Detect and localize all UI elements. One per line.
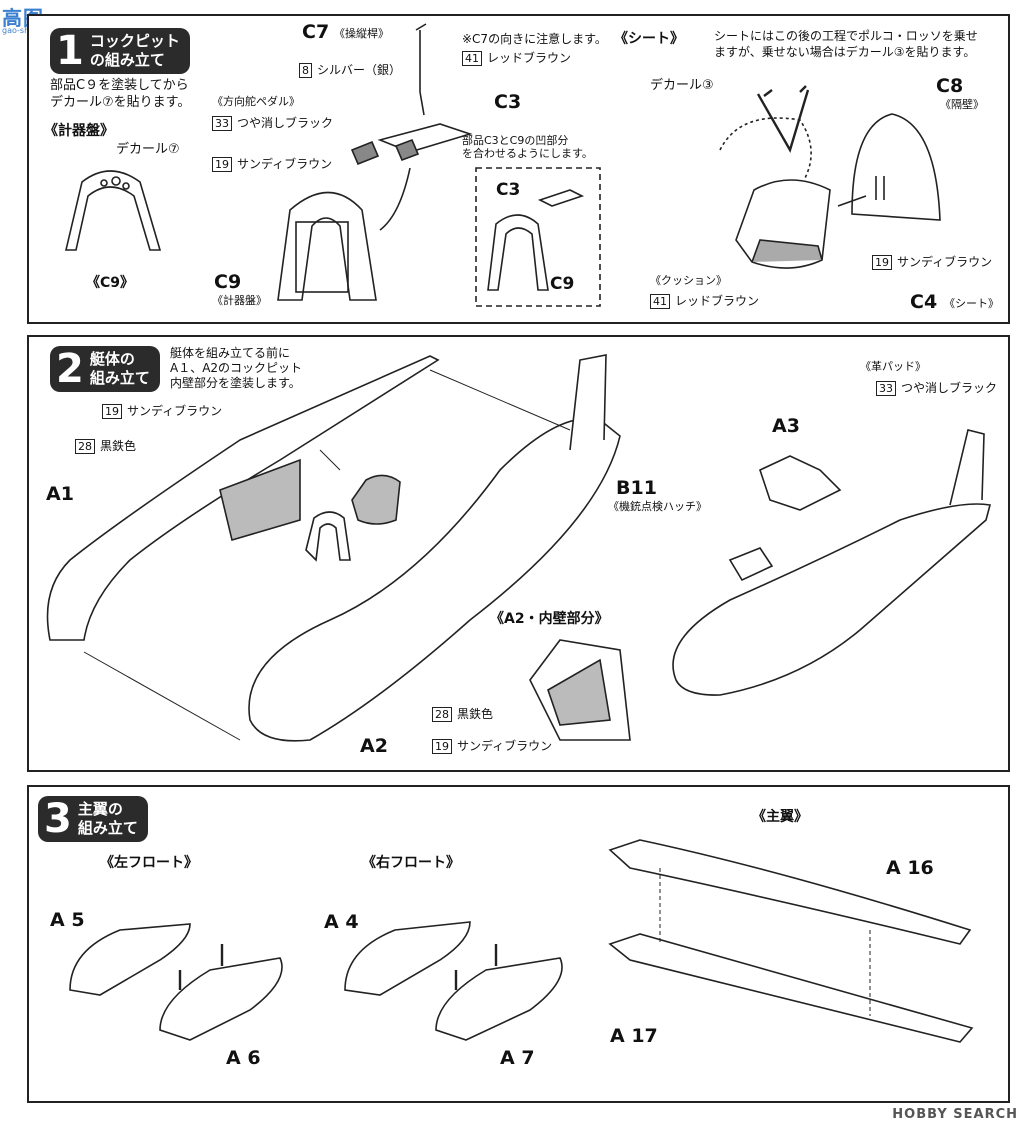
seat-belt-drawing [756,85,810,154]
c8-sub: 《隔壁》 [940,98,984,111]
decal3-label: デカール③ [650,78,714,93]
a1-drawing [46,355,440,641]
a17-drawing [608,933,974,1043]
c7-sub: 《操縦桿》 [334,27,389,40]
step-title: コックピット の組み立て [89,32,180,69]
left-float-header: 《左フロート》 [100,855,198,871]
a16-label: A 16 [886,857,934,879]
c7-drawing [415,23,427,92]
step2-seat-drawing [351,474,401,525]
a6-drawing [159,957,283,1041]
seat-header: 《シート》 [614,31,684,47]
a3-drawing [759,455,842,511]
watermark-source: HOBBY SEARCH [892,1107,1018,1122]
decal7-label: デカール⑦ [116,142,180,157]
main-wing-header: 《主翼》 [752,809,808,825]
b11-sub: 《機銃点検ハッチ》 [608,500,707,513]
c8-label: C8 [936,75,964,97]
gauge-circle [100,179,108,187]
step-number: 1 [56,28,84,74]
step3-panel [27,785,1010,1103]
a16-drawing [608,839,972,945]
c9-label-2: C9 [550,274,575,294]
a6-label: A 6 [226,1047,261,1069]
c3-label: C3 [494,91,522,113]
c9-detail-drawing [487,214,549,291]
assembled-tail-fin [949,429,985,506]
cushion-header: 《クッション》 [650,274,727,287]
align-note: 部品C3とC9の凹部分 を合わせるようにします。 [462,134,593,160]
c3-drawing [377,123,473,153]
a1-label: A1 [46,483,74,505]
c8-drawing [851,113,941,221]
step-title: 艇体の 組み立て [89,350,150,387]
rudder-pedal-drawing [350,138,420,166]
a17-label: A 17 [610,1025,658,1047]
pad-header: 《革パッド》 [860,360,926,373]
a2-inner-header: 《A2・内壁部分》 [490,611,609,627]
tail-fin-a2 [569,354,607,451]
step-number: 3 [44,796,72,842]
c9-label: C9 [214,271,242,293]
c4-label: C4 [910,291,938,313]
step2-panel-drawing [305,511,351,562]
right-float-header: 《右フロート》 [362,855,460,871]
step1-panel [27,14,1010,324]
step1-badge: 1 コックピット の組み立て [50,28,190,74]
rudder-header: 《方向舵ペダル》 [212,95,300,108]
step-number: 2 [56,346,84,392]
a5-drawing [69,923,191,996]
step-title: 主翼の 組み立て [77,800,138,837]
c9-small-drawing [64,170,162,251]
c9-large-drawing [277,191,377,301]
c9-caption: 《C9》 [86,275,135,291]
step3-badge: 3 主翼の 組み立て [38,796,148,842]
a5-label: A 5 [50,909,85,931]
b11-label: B11 [616,477,657,499]
c3-label-2: C3 [496,180,521,200]
a3-label: A3 [772,415,800,437]
c7-label: C7 [302,21,330,43]
step1-instruction: 部品C９を塗装してから デカール⑦を貼ります。 [50,78,191,110]
detail-dashed-box [475,167,601,307]
c3-detail-drawing [537,189,585,207]
seat-note: シートにはこの後の工程でポルコ・ロッソを乗せ ますが、乗せない場合はデカール③を… [714,29,978,59]
a7-drawing [435,957,563,1041]
step2-instruction: 艇体を組み立てる前に A１、A2のコックピット 内壁部分を塗装します。 [170,346,303,390]
a7-label: A 7 [500,1047,535,1069]
c9-sub: 《計器盤》 [212,294,267,307]
a4-label: A 4 [324,911,359,933]
c7-note: ※C7の向きに注意します。 [462,32,607,46]
b11-drawing [728,547,774,582]
step2-badge: 2 艇体の 組み立て [50,346,160,392]
a4-drawing [344,921,471,996]
gauge-header: 《計器盤》 [44,123,114,139]
a2-label: A2 [360,735,388,757]
c4-sub: 《シート》 [944,297,999,310]
assembled-fuselage-drawing [672,503,991,696]
